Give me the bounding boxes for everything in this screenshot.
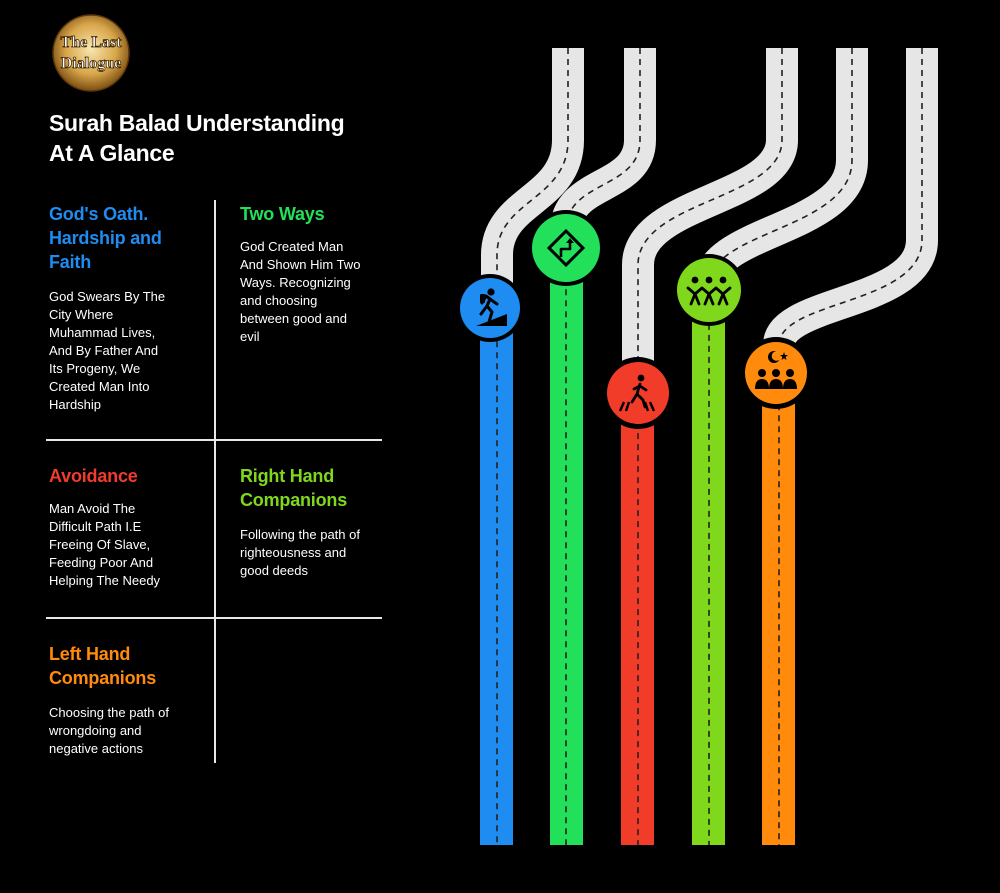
crescent-star-group-icon (755, 351, 797, 389)
heading-line: God's Oath. (49, 204, 149, 224)
heading-line: Left Hand (49, 644, 131, 664)
section-gods-oath: God's Oath. Hardship and Faith God Swear… (49, 202, 209, 414)
body-line: Hardship (49, 397, 102, 412)
body-line: Helping The Needy (49, 573, 161, 588)
body-line: God Swears By The (49, 289, 166, 304)
section-heading: Right Hand Companions (240, 464, 390, 512)
logo-line1: The Last (61, 34, 123, 51)
body-line: Man Avoid The (49, 501, 136, 516)
body-line: Feeding Poor And (49, 555, 154, 570)
body-line: and choosing (240, 293, 318, 308)
heading-line: Companions (240, 490, 348, 510)
body-line: Its Progeny, We (49, 361, 141, 376)
grid-divider-vertical-bottom (214, 618, 216, 763)
section-body: God Swears By The City Where Muhammad Li… (49, 288, 209, 414)
heading-line: Two Ways (240, 204, 325, 224)
body-line: righteousness and (240, 545, 347, 560)
body-line: good deeds (240, 563, 308, 578)
section-body: Man Avoid The Difficult Path I.E Freeing… (49, 500, 209, 590)
node-avoidance (602, 357, 674, 429)
pedestrian-crossing-icon (618, 374, 656, 412)
section-right-hand-companions: Right Hand Companions Following the path… (240, 464, 390, 580)
body-line: wrongdoing and (49, 723, 142, 738)
heading-line: Hardship and (49, 228, 162, 248)
heading-line: Avoidance (49, 466, 138, 486)
section-heading: Left Hand Companions (49, 642, 209, 690)
body-line: And By Father And (49, 343, 159, 358)
body-line: And Shown Him Two (240, 257, 361, 272)
grid-divider-horizontal-1 (46, 439, 382, 441)
section-heading: God's Oath. Hardship and Faith (49, 202, 209, 274)
node-right-hand (673, 254, 745, 326)
page-title-line1: Surah Balad Understanding (49, 110, 345, 136)
body-line: Choosing the path of (49, 705, 169, 720)
the-last-dialogue-logo: The Last Dialogue (52, 14, 130, 92)
heading-line: Companions (49, 668, 157, 688)
body-line: City Where (49, 307, 114, 322)
body-line: Muhammad Lives, (49, 325, 156, 340)
section-body: Following the path of righteousness and … (240, 526, 390, 580)
climbing-icon (476, 288, 507, 326)
node-two-ways (528, 210, 604, 286)
page-title: Surah Balad Understanding At A Glance (49, 108, 379, 168)
logo-line2: Dialogue (61, 55, 121, 72)
section-two-ways: Two Ways God Created Man And Shown Him T… (240, 202, 390, 346)
node-hardship (456, 274, 524, 342)
body-line: evil (240, 329, 260, 344)
section-body: God Created Man And Shown Him Two Ways. … (240, 238, 390, 346)
body-line: God Created Man (240, 239, 344, 254)
page-title-line2: At A Glance (49, 140, 175, 166)
grid-divider-horizontal-2 (46, 617, 382, 619)
body-line: negative actions (49, 741, 143, 756)
section-heading: Avoidance (49, 464, 209, 488)
node-left-hand (740, 337, 812, 409)
body-line: between good and (240, 311, 347, 326)
section-avoidance: Avoidance Man Avoid The Difficult Path I… (49, 464, 209, 590)
section-heading: Two Ways (240, 202, 390, 226)
heading-line: Right Hand (240, 466, 334, 486)
body-line: Following the path of (240, 527, 360, 542)
heading-line: Faith (49, 252, 91, 272)
body-line: Created Man Into (49, 379, 150, 394)
body-line: Ways. Recognizing (240, 275, 351, 290)
section-body: Choosing the path of wrongdoing and nega… (49, 704, 209, 758)
section-left-hand-companions: Left Hand Companions Choosing the path o… (49, 642, 209, 758)
people-holding-hands-icon (686, 276, 732, 306)
grid-divider-vertical-top (214, 200, 216, 440)
turn-sign-icon (546, 228, 586, 268)
body-line: Freeing Of Slave, (49, 537, 151, 552)
body-line: Difficult Path I.E (49, 519, 142, 534)
grid-divider-vertical-middle (214, 440, 216, 618)
